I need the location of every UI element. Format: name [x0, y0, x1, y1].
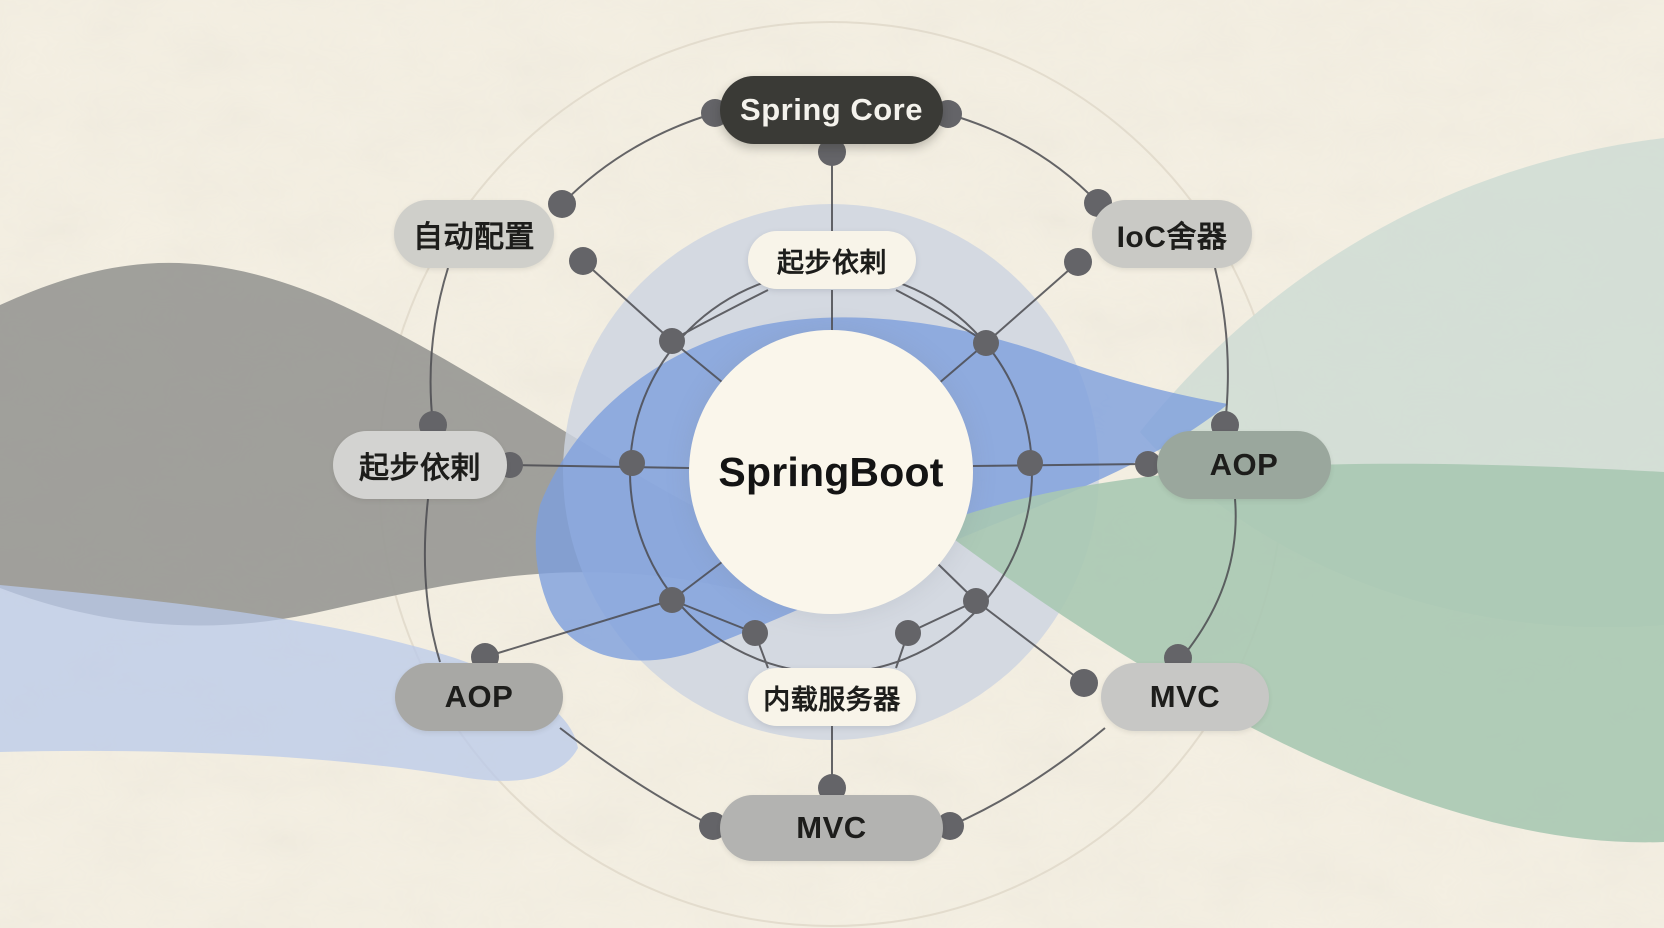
node-ioc-container: IoC舍器 — [1092, 200, 1252, 268]
node-embedded-server: 内载服务器 — [748, 668, 916, 726]
node-mvc-bottom: MVC — [720, 795, 943, 861]
node-label: Spring Core — [740, 92, 923, 127]
center-node-springboot: SpringBoot — [689, 330, 973, 614]
center-label: SpringBoot — [718, 448, 944, 495]
node-mvc-right: MVC — [1101, 663, 1269, 731]
node-label: 自动配置 — [413, 221, 535, 254]
node-starter-dependency-left: 起步依剌 — [333, 431, 507, 499]
node-label: AOP — [444, 679, 514, 714]
node-label: 起步依剌 — [777, 247, 887, 278]
node-label: IoC舍器 — [1116, 221, 1228, 254]
node-label: 起步依剌 — [359, 452, 481, 485]
node-aop-left: AOP — [395, 663, 563, 731]
connector-dots — [419, 99, 1239, 840]
node-label: MVC — [796, 810, 867, 845]
node-label: 内载服务器 — [763, 684, 901, 715]
node-spring-core: Spring Core — [720, 76, 943, 144]
node-label: MVC — [1149, 679, 1221, 714]
node-label: AOP — [1209, 447, 1279, 482]
node-starter-dependency-inner: 起步依剌 — [748, 231, 916, 289]
node-auto-config: 自动配置 — [394, 200, 554, 268]
node-aop-right: AOP — [1157, 431, 1331, 499]
pale-blue-ribbon — [0, 585, 578, 781]
green-ribbon — [935, 463, 1664, 843]
